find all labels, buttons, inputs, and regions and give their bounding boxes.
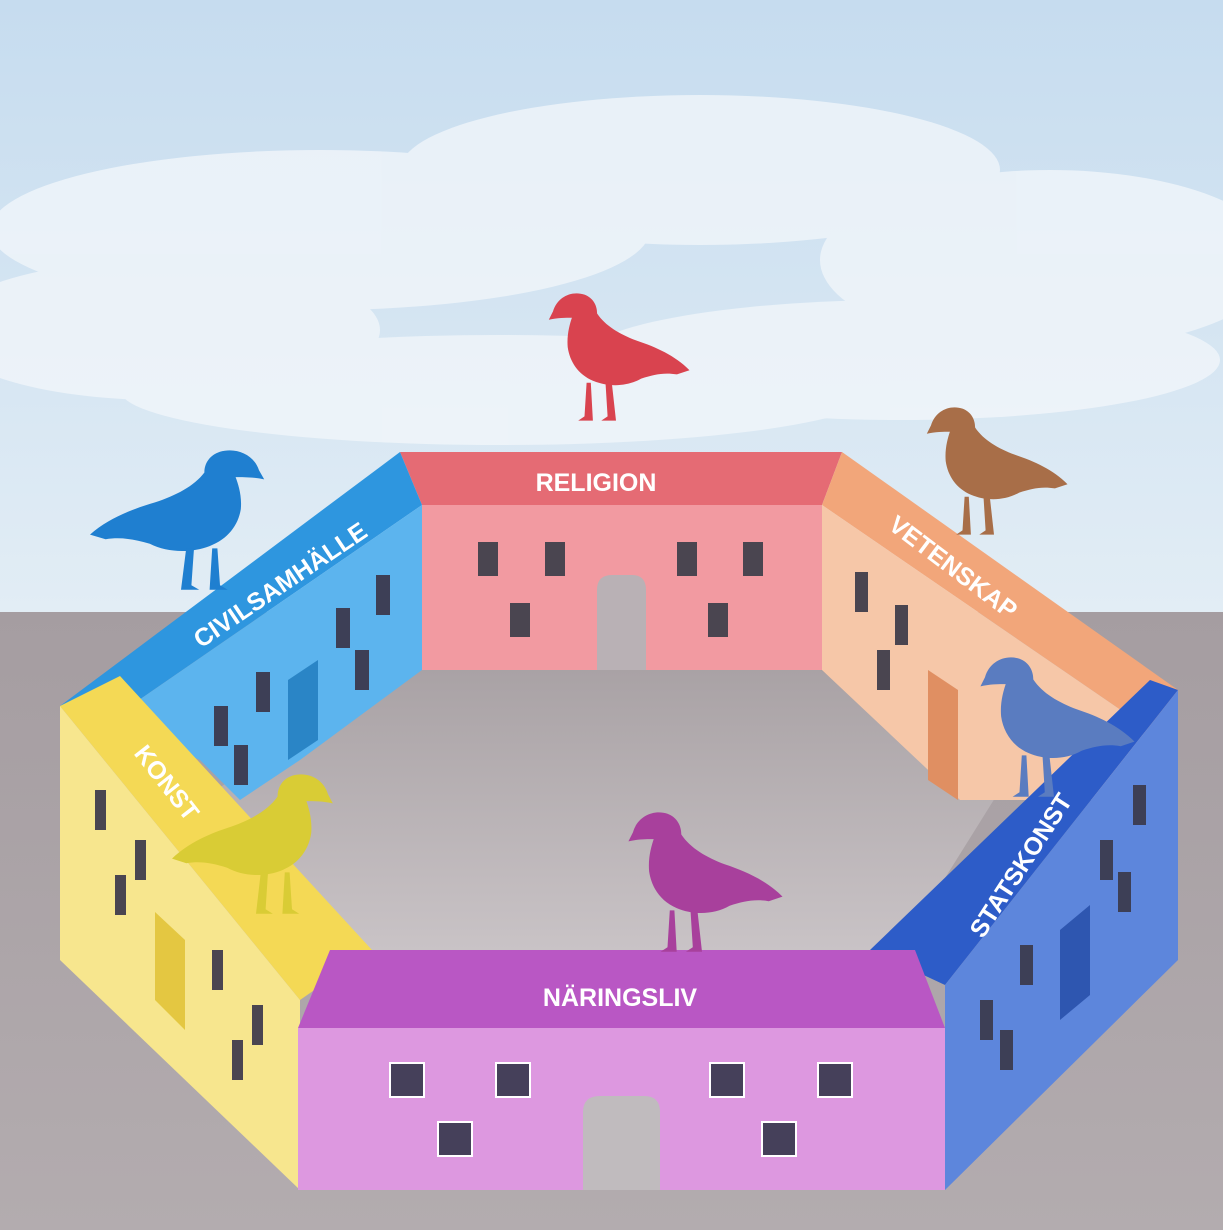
courtyard	[215, 670, 1000, 950]
label-religion: RELIGION	[536, 469, 657, 497]
clouds	[0, 95, 1223, 445]
label-naringsliv: NÄRINGSLIV	[543, 984, 698, 1012]
building-religion: RELIGION	[400, 452, 842, 670]
building-naringsliv: NÄRINGSLIV	[298, 950, 945, 1190]
